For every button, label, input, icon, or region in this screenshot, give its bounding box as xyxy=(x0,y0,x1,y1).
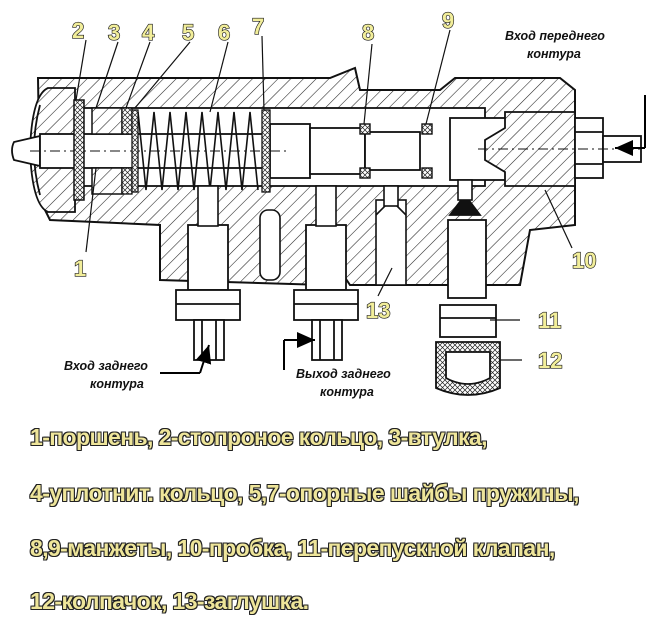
stop-ring-2 xyxy=(73,99,85,201)
callout-2: 2 xyxy=(72,18,84,43)
rear-outlet-label-line2: контура xyxy=(320,385,374,399)
spring-6 xyxy=(137,111,259,191)
front-inlet-label-line2: контура xyxy=(527,47,581,61)
callout-4: 4 xyxy=(142,20,155,45)
rear-inlet-label-line1: Вход заднего xyxy=(64,359,148,373)
rear-inlet-label-line2: контура xyxy=(90,377,144,391)
callout-6: 6 xyxy=(218,20,230,45)
flow-arrows xyxy=(160,95,646,374)
front-inlet-label-line1: Вход переднего xyxy=(505,29,605,43)
callout-12: 12 xyxy=(538,348,562,373)
legend-line-1: 1-поршень, 2-стопроное кольцо, 3-втулка, xyxy=(30,424,488,450)
valve-cross-section: 2 3 4 5 6 7 8 9 1 10 11 12 13 Вход перед… xyxy=(11,7,646,399)
callout-8: 8 xyxy=(362,20,374,45)
callout-7: 7 xyxy=(252,14,264,39)
callout-9: 9 xyxy=(442,8,454,33)
spring-washers xyxy=(131,109,271,193)
cuffs-8-9 xyxy=(359,123,433,179)
callout-5: 5 xyxy=(182,20,194,45)
internal-passages xyxy=(197,179,473,281)
bypass-valve-11 xyxy=(439,193,497,338)
callout-11: 11 xyxy=(538,308,561,333)
rear-outlet-fitting xyxy=(293,224,359,361)
bushing-3 xyxy=(91,107,123,195)
legend-line-4: 12-колпачок, 13-заглушка. xyxy=(30,588,309,614)
leader-lines xyxy=(75,29,573,361)
cap-12 xyxy=(435,341,501,396)
legend-line-3: 8,9-манжеты, 10-пробка, 11-перепускной к… xyxy=(30,535,555,561)
plug-13 xyxy=(375,198,407,286)
callout-10: 10 xyxy=(572,248,596,273)
rear-outlet-label-line1: Выход заднего xyxy=(296,367,391,381)
callout-13: 13 xyxy=(366,298,390,323)
legend-line-2: 4-уплотнит. кольцо, 5,7-опорные шайбы пр… xyxy=(30,480,579,506)
callout-1: 1 xyxy=(74,256,86,281)
callout-3: 3 xyxy=(108,20,120,45)
